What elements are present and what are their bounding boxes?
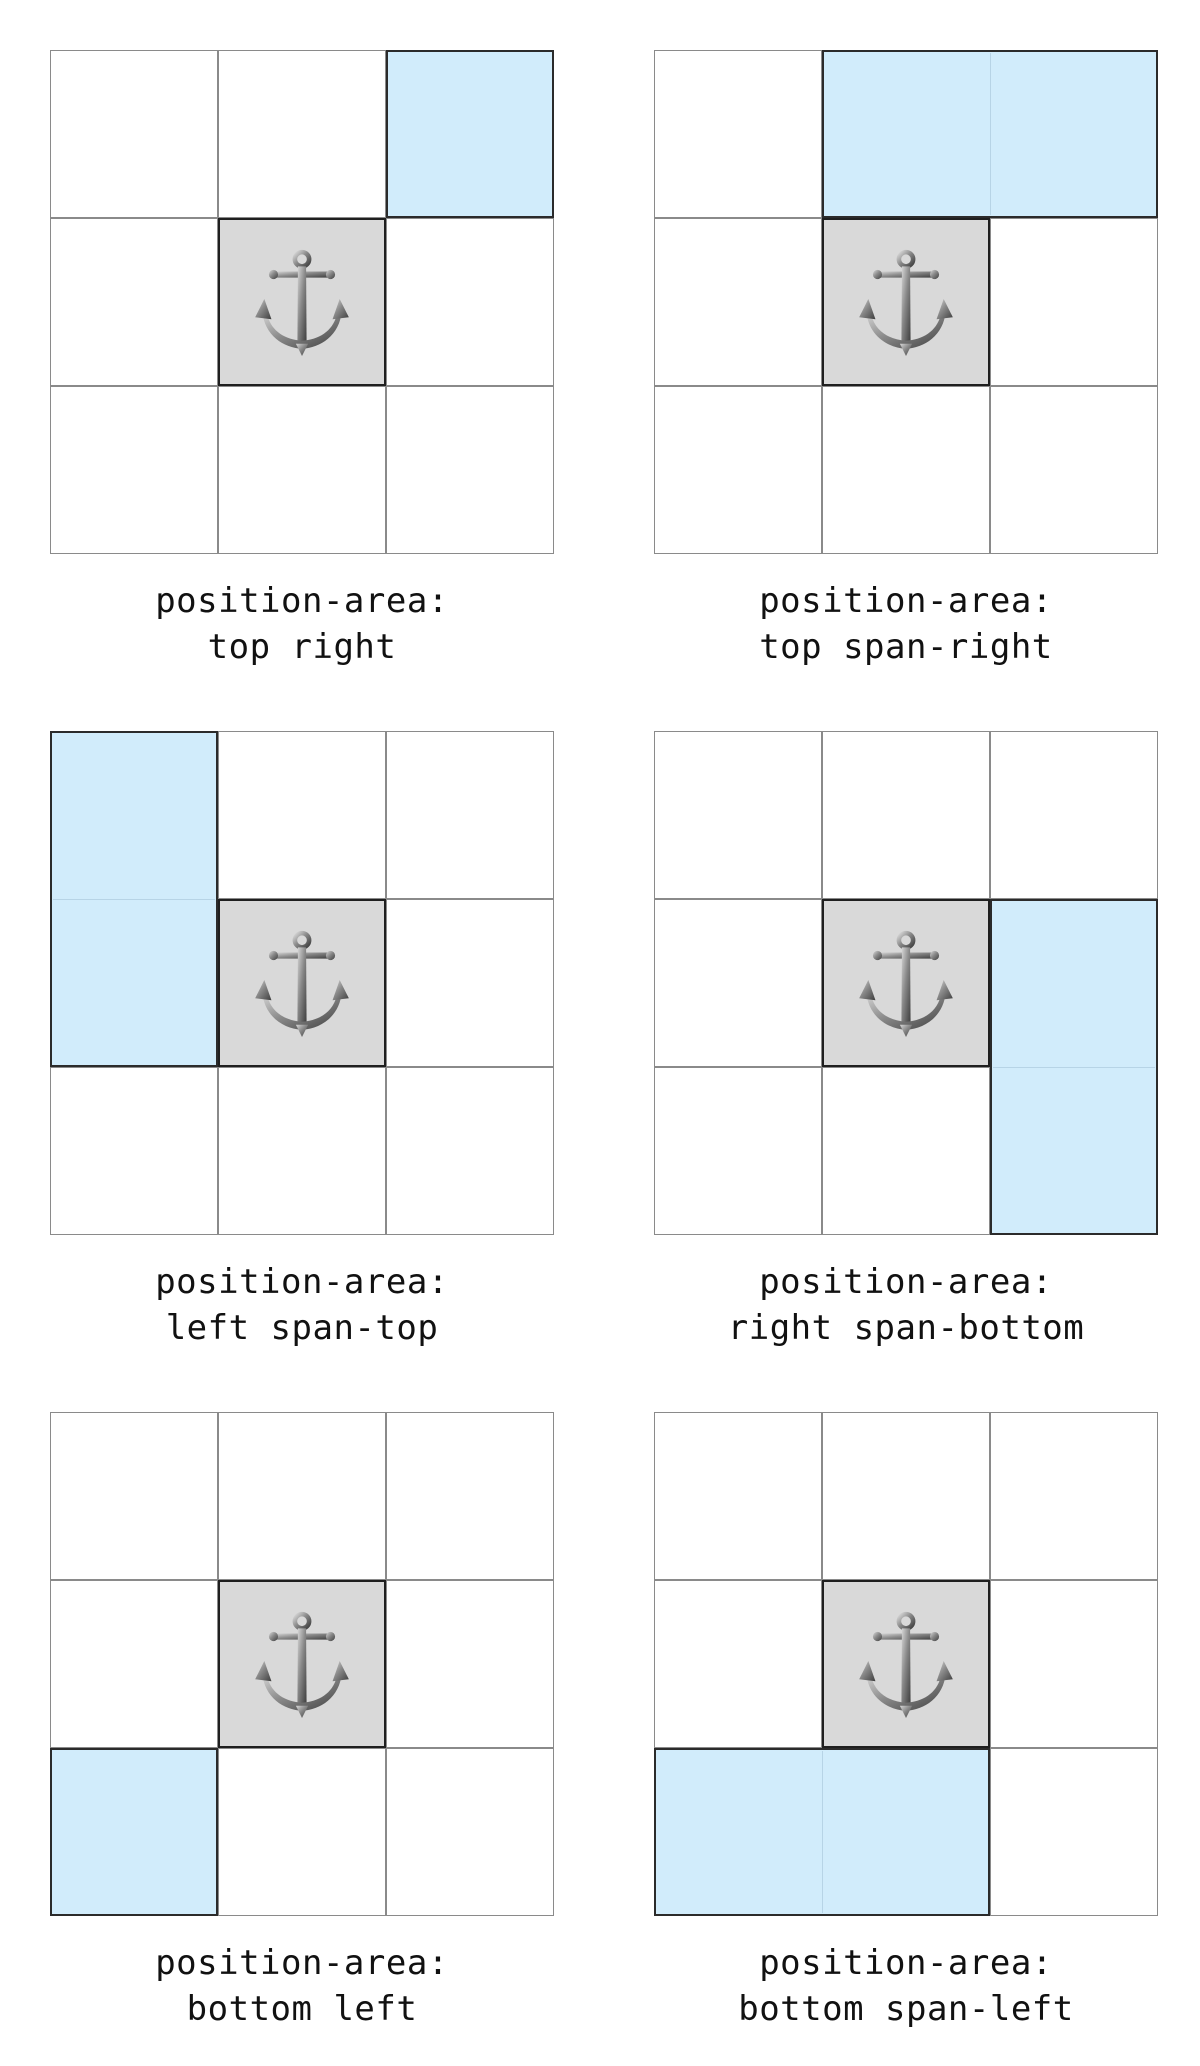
position-area-panel: position-area: top right [50,50,554,680]
grid-cell [654,731,822,899]
anchor-element [218,1580,386,1748]
grid-cell [386,899,554,1067]
grid-cell [50,218,218,386]
grid-cell [654,1580,822,1748]
grid-cell [218,386,386,554]
grid-cell [386,386,554,554]
caption-property: position-area: [155,1262,449,1302]
panel-caption: position-area: left span-top [50,1259,554,1351]
caption-value: bottom span-left [738,1989,1074,2029]
anchor-element [218,218,386,386]
grid-cell [654,1067,822,1235]
highlighted-position-area [386,50,554,218]
caption-property: position-area: [759,1262,1053,1302]
anchor-icon [250,246,354,358]
caption-property: position-area: [759,1943,1053,1983]
grid-cell [822,1412,990,1580]
grid-3x3 [50,731,554,1235]
grid-cell [990,218,1158,386]
grid-cell [386,1412,554,1580]
anchor-icon [854,246,958,358]
grid-cell [50,50,218,218]
grid-cell [218,1412,386,1580]
grid-cell [654,50,822,218]
highlight-divider [822,1751,823,1913]
caption-value: bottom left [186,1989,418,2029]
grid-cell [990,1748,1158,1916]
grid-cell [654,1412,822,1580]
highlight-divider [993,1067,1155,1068]
position-area-panel: position-area: bottom left [50,1412,554,2042]
position-area-panel: position-area: top span-right [654,50,1158,680]
grid-cell [386,218,554,386]
grid-cell [218,1067,386,1235]
panel-caption: position-area: top right [50,578,554,670]
panel-caption: position-area: top span-right [654,578,1158,670]
anchor-icon [854,1608,958,1720]
grid-cell [654,899,822,1067]
grid-3x3 [50,50,554,554]
anchor-element [822,218,990,386]
grid-cell [386,731,554,899]
grid-cell [50,1067,218,1235]
highlight-divider [990,53,991,215]
position-area-panel: position-area: right span-bottom [654,731,1158,1361]
caption-value: top span-right [759,627,1053,667]
panel-caption: position-area: right span-bottom [654,1259,1158,1351]
grid-cell [50,1412,218,1580]
anchor-element [822,899,990,1067]
grid-cell [990,386,1158,554]
grid-3x3 [50,1412,554,1916]
grid-cell [218,1748,386,1916]
grid-cell [654,386,822,554]
panel-caption: position-area: bottom span-left [654,1940,1158,2032]
highlighted-position-area [50,1748,218,1916]
grid-cell [50,1580,218,1748]
grid-cell [822,386,990,554]
position-area-panel: position-area: bottom span-left [654,1412,1158,2042]
position-area-panel: position-area: left span-top [50,731,554,1361]
caption-property: position-area: [759,581,1053,621]
grid-cell [654,218,822,386]
grid-3x3 [654,1412,1158,1916]
grid-cell [386,1067,554,1235]
grid-cell [822,731,990,899]
grid-cell [990,1412,1158,1580]
grid-cell [386,1748,554,1916]
grid-cell [990,731,1158,899]
caption-value: right span-bottom [727,1308,1085,1348]
anchor-element [822,1580,990,1748]
grid-cell [822,1067,990,1235]
grid-cell [218,50,386,218]
grid-cell [50,386,218,554]
grid-3x3 [654,731,1158,1235]
grid-cell [386,1580,554,1748]
caption-property: position-area: [155,1943,449,1983]
anchor-icon [250,1608,354,1720]
grid-cell [218,731,386,899]
caption-value: left span-top [165,1308,439,1348]
grid-3x3 [654,50,1158,554]
panel-caption: position-area: bottom left [50,1940,554,2032]
anchor-icon [854,927,958,1039]
highlight-divider [53,899,215,900]
anchor-icon [250,927,354,1039]
caption-property: position-area: [155,581,449,621]
anchor-element [218,899,386,1067]
grid-cell [990,1580,1158,1748]
caption-value: top right [207,627,397,667]
